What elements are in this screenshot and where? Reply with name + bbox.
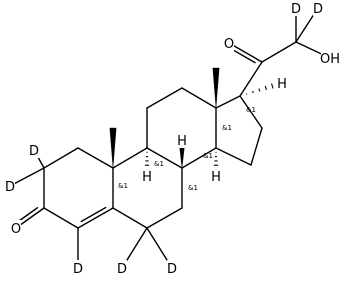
bond-c3-o3-inner <box>17 207 39 223</box>
bond-c1-c2 <box>43 147 79 169</box>
bond-c2-d1b <box>9 167 45 187</box>
wedge-c10-methyl <box>109 127 117 169</box>
atom-d-21b: D <box>313 2 323 17</box>
bond-c6-c7 <box>146 207 183 229</box>
bond-c4-c5 <box>77 207 114 229</box>
stereo-flag-c14: &1 <box>203 152 213 160</box>
bond-c16-c17 <box>239 95 263 129</box>
hash-c17-h <box>245 80 281 95</box>
bond-layer <box>9 7 331 269</box>
bond-c9-c10 <box>112 147 148 169</box>
atom-o-ketone-3: O <box>11 222 21 237</box>
bond-c8-c9 <box>146 147 183 169</box>
wedge-c13-methyl <box>212 67 220 109</box>
stereo-flag-c10: &1 <box>118 182 128 190</box>
bond-c17-c13 <box>215 95 241 109</box>
atom-d-2b: D <box>5 180 15 195</box>
bond-c12-c13 <box>181 87 217 109</box>
stereo-flag-c13: &1 <box>222 124 232 132</box>
bond-c15-c16 <box>250 127 263 166</box>
bond-c20-o20 <box>228 42 263 63</box>
bond-c5-c6 <box>112 207 148 229</box>
stereo-flag-c17: &1 <box>246 106 256 114</box>
stereo-flag-layer: &1&1&1&1&1&1 <box>118 106 256 192</box>
atom-h-9: H <box>142 170 152 185</box>
atom-h-8: H <box>177 134 187 149</box>
bond-c3-c4 <box>43 207 79 229</box>
atom-h-14: H <box>211 170 221 185</box>
bond-c14-c8 <box>181 147 217 169</box>
bond-c14-c15 <box>215 147 252 166</box>
bond-c4-c5-inner <box>80 206 107 223</box>
atom-d-6b: D <box>167 262 177 277</box>
atom-oh-21: OH <box>320 52 340 67</box>
bond-c20-c21 <box>261 41 297 63</box>
atom-d-21a: D <box>291 2 301 17</box>
atom-o-ketone-20: O <box>224 37 234 52</box>
atom-h-17: H <box>277 77 287 92</box>
stereo-flag-c8: &1 <box>188 184 198 192</box>
bond-c11-c12 <box>146 87 183 109</box>
stereo-flag-c9: &1 <box>154 160 164 168</box>
bond-c20-o20-inner <box>231 48 256 64</box>
atom-d-2a: D <box>29 144 39 159</box>
bond-c17-c20 <box>239 61 263 97</box>
atom-d-4: D <box>73 262 83 277</box>
bond-c10-c1 <box>77 147 114 169</box>
atom-d-6a: D <box>117 262 127 277</box>
